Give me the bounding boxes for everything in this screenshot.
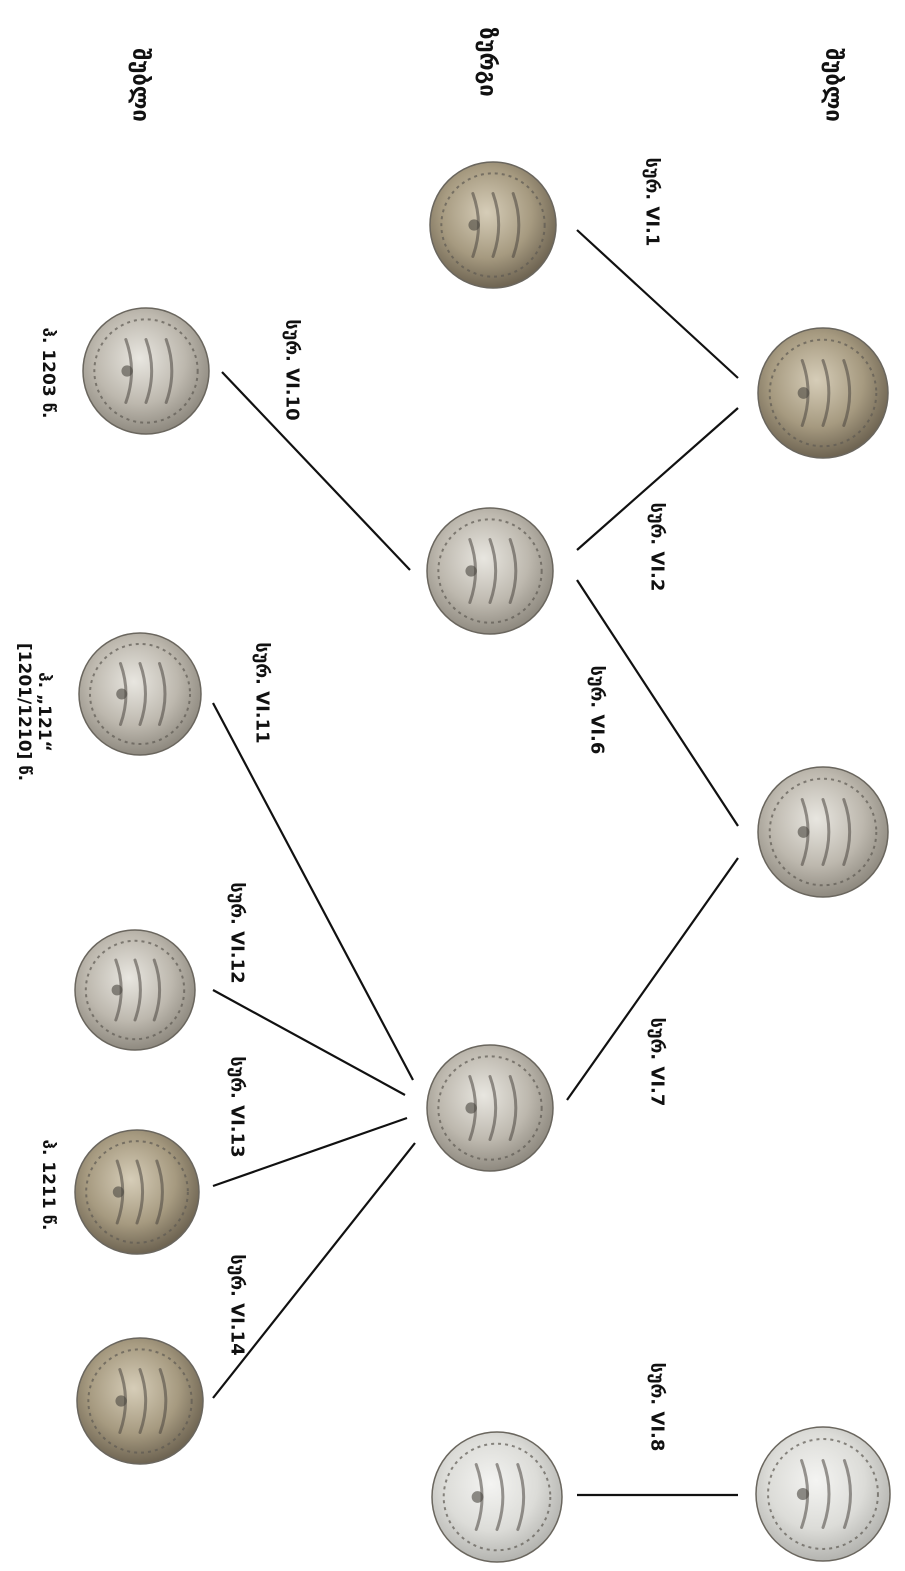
link-label-vi11: სურ. VI.11 [251, 642, 273, 744]
link-label-vi10: სურ. VI.10 [281, 319, 303, 421]
link-label-vi13: სურ. VI.13 [226, 1056, 248, 1158]
link-line-vi10 [221, 371, 411, 571]
link-label-vi7: სურ. VI.7 [646, 1017, 668, 1107]
link-label-vi2: სურ. VI.2 [646, 502, 668, 592]
coin-reverse-vi7 [426, 1044, 554, 1172]
coin-reverse-vi1 [429, 161, 557, 289]
coin-obverse-vi12 [74, 929, 196, 1051]
date-label-1211: ჰ. 1211 წ. [38, 1139, 58, 1231]
coin-obverse-vi13 [74, 1129, 200, 1255]
date-label-121: ჰ. „121“ [1201/1210] წ. [14, 643, 54, 781]
date-label-121-line1: ჰ. „121“ [34, 672, 54, 752]
coin-obverse-b [757, 766, 889, 898]
link-line-vi11 [212, 702, 414, 1081]
link-line-vi2 [576, 407, 739, 551]
link-line-vi1 [576, 229, 739, 379]
coin-obverse-vi11 [78, 632, 202, 756]
link-label-vi12: სურ. VI.12 [226, 882, 248, 984]
link-line-vi12 [212, 989, 406, 1096]
coin-obverse-c [755, 1426, 891, 1562]
header-obverse-left: შუბლი [127, 48, 153, 122]
coin-reverse-vi8 [431, 1431, 563, 1563]
link-label-vi1: სურ. VI.1 [641, 157, 663, 247]
header-obverse-right: შუბლი [820, 48, 846, 122]
link-line-vi7 [566, 857, 739, 1101]
coin-obverse-vi10 [82, 307, 210, 435]
header-reverse: ზურგი [474, 27, 500, 97]
link-line-vi6 [576, 579, 739, 827]
date-label-1203: ჰ. 1203 წ. [38, 327, 58, 419]
link-label-vi8: სურ. VI.8 [646, 1362, 668, 1452]
coin-obverse-vi14 [76, 1337, 204, 1465]
link-line-vi13 [212, 1116, 408, 1188]
coin-obverse-a [757, 327, 889, 459]
link-label-vi6: სურ. VI.6 [586, 665, 608, 755]
date-label-121-line2: [1201/1210] წ. [14, 642, 34, 782]
coin-reverse-vi2 [426, 507, 554, 635]
link-label-vi14: სურ. VI.14 [226, 1254, 248, 1356]
link-line-vi14 [212, 1142, 416, 1399]
